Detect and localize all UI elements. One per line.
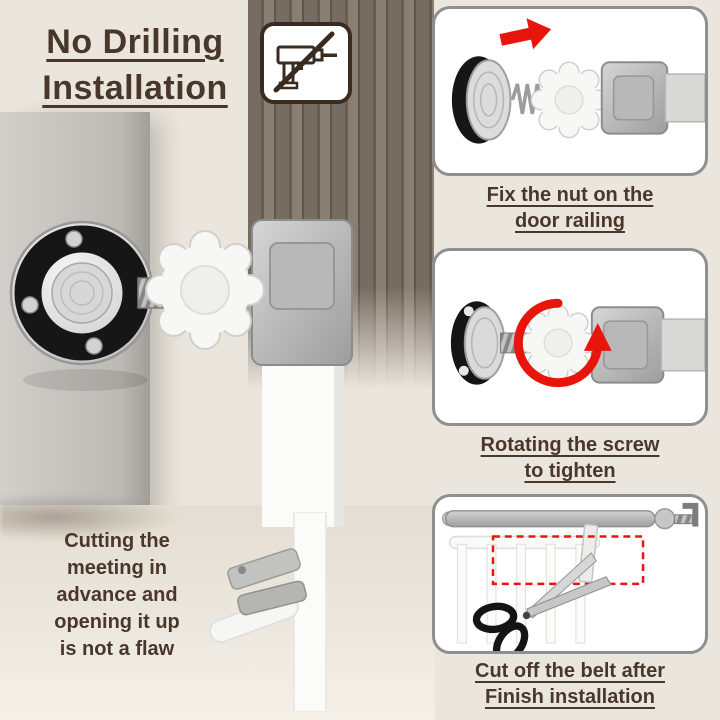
gate-post (293, 512, 327, 712)
no-drill-icon (260, 22, 352, 104)
gate-bracket (590, 306, 705, 384)
step-panel-1 (432, 6, 708, 176)
caption-text: Finish installation (484, 686, 655, 708)
gate-rail (664, 73, 705, 123)
latch-bar (227, 548, 301, 590)
caption-text: Fix the nut on the (486, 184, 654, 206)
gate-rail (660, 318, 705, 372)
pad-hole (85, 337, 103, 355)
note-line: opening it up (54, 611, 180, 633)
floor-background (0, 505, 435, 720)
cut-belt-illustration (442, 502, 699, 651)
headline-line-2: Installation (42, 68, 228, 107)
wall-mount-assembly-photo (9, 219, 353, 527)
step-caption-2: Rotating the screw to tighten (432, 432, 708, 484)
pad-hole (463, 306, 474, 317)
bracket-panel (269, 242, 335, 310)
pad-hole (458, 365, 469, 376)
red-arrow-icon (499, 18, 552, 50)
gate-parts-photo (209, 512, 327, 712)
rotate-arrow-icon (513, 298, 612, 388)
slash-icon (273, 31, 335, 93)
gate-bracket (236, 219, 353, 527)
nut-assembly-illustration (451, 18, 705, 144)
drill-crossed-icon (273, 31, 337, 93)
note-line: Cutting the (64, 530, 170, 552)
latch-screw (238, 566, 246, 574)
tension-knob (530, 61, 608, 139)
tension-knob (145, 230, 265, 350)
headline: No Drilling Installation (10, 20, 260, 112)
disc-shadow (23, 369, 147, 391)
pad-hole (21, 296, 39, 314)
note-line: meeting in (66, 557, 167, 579)
caption-text: to tighten (524, 460, 616, 482)
disc-face (463, 306, 506, 380)
note-text: Cutting the meeting in advance and openi… (24, 528, 210, 663)
note-line: advance and (56, 584, 178, 606)
caption-text: Cut off the belt after (475, 660, 665, 682)
caption-text: Rotating the screw (480, 434, 660, 456)
pad-hole (65, 230, 83, 248)
wall-hook (682, 502, 699, 527)
headline-line-1: No Drilling (46, 23, 224, 61)
scissors-icon (472, 552, 612, 651)
corner-shadow (0, 493, 180, 541)
step-caption-1: Fix the nut on the door railing (432, 182, 708, 234)
wall-pressure-disc (9, 220, 155, 366)
latch-bar (237, 580, 307, 616)
spring-screw (510, 83, 544, 115)
gate-post (262, 365, 342, 527)
note-line: is not a flaw (59, 638, 175, 660)
gate-top-rail (442, 502, 699, 530)
gate-bracket (600, 61, 705, 135)
rail-screw (674, 514, 693, 525)
rail-knob (654, 508, 676, 530)
step-panel-3 (432, 494, 708, 654)
step-caption-3: Cut off the belt after Finish installati… (432, 658, 708, 710)
step-panel-2 (432, 248, 708, 426)
gate-post-shade (334, 365, 344, 527)
disc-face (465, 59, 512, 141)
screw-tighten-illustration (450, 298, 705, 388)
caption-text: door railing (515, 210, 625, 232)
